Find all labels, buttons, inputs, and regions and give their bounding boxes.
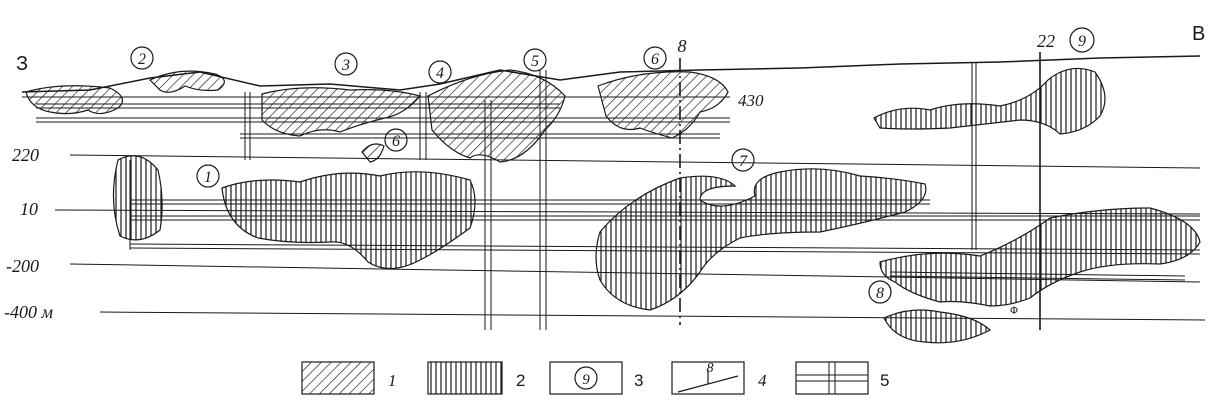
level-label-minus-400: -400 м [4,302,53,322]
legend: 1 2 9 3 8 4 5 [301,361,889,395]
orebody-2 [25,85,124,115]
orebody-8b [883,309,992,344]
orebody-9 [873,67,1106,135]
direction-west: З [16,53,28,75]
profile-label-8: 8 [678,36,687,56]
orebody-label-8: 8 [876,285,884,302]
legend-label-2: 2 [516,371,525,390]
orebody-label-4: 4 [436,65,444,82]
orebody-labels: 2 3 4 5 6 6 1 7 8 9 [130,27,1095,304]
orebody-label-6: 6 [651,51,659,68]
direction-east: В [1192,23,1205,45]
legend-swatch-4 [671,361,745,395]
orebody-1 [112,155,163,241]
level-label-220: 220 [12,145,39,165]
profile-label-22: 22 [1037,31,1055,51]
level-label-minus-200: -200 [6,256,39,276]
legend-swatch-4-sample: 8 [707,361,714,376]
level-line-220 [69,154,1201,169]
orebody-2b [148,70,225,93]
profile-circle-mark: Ф [1010,305,1018,317]
legend-label-1: 1 [388,371,397,390]
orebody-6 [597,71,729,139]
level-label-430: 430 [738,91,764,110]
orebody-label-6b: 6 [392,133,400,150]
level-label-10: 10 [20,199,38,219]
orebody-6b [361,143,385,163]
legend-swatch-5 [795,361,869,395]
legend-label-5: 5 [880,371,889,390]
legend-label-3: 3 [634,371,643,390]
mine-workings [36,62,1201,330]
level-line-minus-400 [99,311,1206,321]
orebody-label-1: 1 [204,169,212,186]
legend-label-4: 4 [758,371,767,390]
legend-swatch-3-sample: 9 [582,372,590,388]
orebody-4-5 [427,69,566,163]
orebody-label-2: 2 [138,51,146,68]
orebody-label-7: 7 [739,153,748,170]
legend-swatch-2 [427,361,503,395]
orebody-label-3: 3 [341,57,350,74]
legend-swatch-1 [301,361,375,395]
legend-swatch-3 [549,361,623,395]
orebody-label-9: 9 [1078,33,1086,50]
orebody-label-5: 5 [531,53,539,70]
